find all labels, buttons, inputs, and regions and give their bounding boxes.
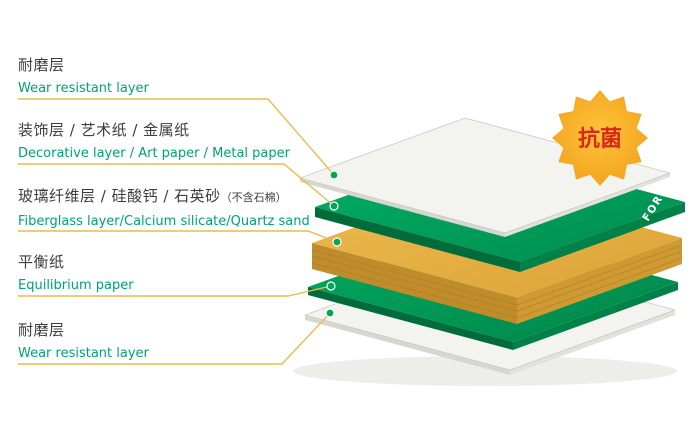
label-wear-bottom-zh: 耐磨层 — [18, 321, 65, 339]
label-wear-bottom-en: Wear resistant layer — [18, 346, 149, 361]
layer-equilibrium-edge-left — [308, 287, 513, 350]
pointer-line-fiberglass — [18, 230, 338, 243]
layer-wear-bottom-edge-right — [510, 310, 675, 375]
pointer-line-wear-top — [18, 98, 335, 176]
label-wear-top-zh: 耐磨层 — [18, 56, 65, 74]
antibacterial-badge: 抗菌 — [552, 90, 648, 186]
layer-wear-top-edge-right — [505, 173, 670, 237]
label-wear-bottom: 耐磨层 Wear resistant layer — [18, 320, 149, 362]
dot-wear-bottom — [325, 308, 335, 318]
layer-equilibrium-edge-right — [513, 282, 678, 350]
pointer-line-decorative — [18, 163, 335, 207]
dot-equilibrium — [326, 281, 336, 291]
dot-wear-top — [329, 170, 339, 180]
layer-wear-top-edge-left — [300, 178, 505, 237]
label-fiberglass-zh-main: 玻璃纤维层 / 硅酸钙 / 石英砂 — [18, 187, 221, 205]
label-decorative-zh: 装饰层 / 艺术纸 / 金属纸 — [18, 121, 190, 139]
dot-fiberglass — [332, 237, 342, 247]
pointer-line-wear-bottom — [18, 312, 331, 365]
layer-wear-top-top-face — [298, 117, 672, 234]
label-decorative-en: Decorative layer / Art paper / Metal pap… — [18, 146, 290, 161]
label-fiberglass: 玻璃纤维层 / 硅酸钙 / 石英砂（不含石棉） Fiberglass layer… — [18, 186, 310, 230]
label-wear-top-en: Wear resistant layer — [18, 81, 149, 96]
label-decorative: 装饰层 / 艺术纸 / 金属纸 Decorative layer / Art p… — [18, 120, 290, 162]
label-fiberglass-zh: 玻璃纤维层 / 硅酸钙 / 石英砂（不含石棉） — [18, 186, 310, 208]
pointer-line-equilibrium — [18, 285, 332, 297]
dot-decorative — [329, 201, 339, 211]
layer-decorative-edge-right — [520, 202, 685, 272]
label-wear-top: 耐磨层 Wear resistant layer — [18, 55, 149, 97]
layer-wear-bottom-edge-left — [305, 315, 510, 375]
layer-wear-top — [298, 117, 672, 237]
label-fiberglass-zh-note: （不含石棉） — [220, 191, 287, 204]
label-equilibrium: 平衡纸 Equilibrium paper — [18, 252, 134, 294]
pointer-dots — [325, 170, 342, 318]
layer-decorative-edge-left — [315, 207, 520, 272]
badge-text: 抗菌 — [578, 126, 622, 152]
starburst-icon — [552, 90, 648, 186]
label-equilibrium-en: Equilibrium paper — [18, 278, 134, 293]
stack-shadow — [293, 356, 677, 386]
pointer-lines — [18, 98, 338, 365]
label-equilibrium-zh: 平衡纸 — [18, 253, 65, 271]
label-fiberglass-en: Fiberglass layer/Calcium silicate/Quartz… — [18, 214, 310, 229]
fiberglass-sheet-lines — [311, 244, 683, 319]
